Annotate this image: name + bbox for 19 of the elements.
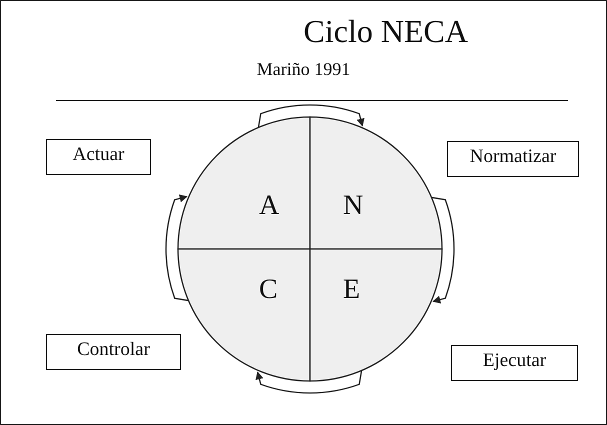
subtitle: Mariño 1991	[256, 59, 350, 79]
quadrant	[310, 249, 442, 381]
quadrant	[178, 249, 310, 381]
quadrant-letter: A	[258, 190, 280, 222]
phase-box: Controlar	[46, 334, 181, 370]
quadrant	[178, 117, 310, 249]
quadrant-letter: N	[343, 190, 364, 222]
circle	[178, 117, 442, 381]
phase-box: Actuar	[46, 139, 151, 175]
phase-box: Ejecutar	[451, 345, 578, 381]
curved-arrow	[256, 370, 362, 394]
curved-arrow	[431, 196, 455, 304]
curved-arrow	[258, 104, 364, 128]
phase-box: Normatizar	[447, 141, 579, 177]
curved-arrow	[165, 194, 189, 302]
title: Ciclo NECA	[304, 13, 468, 50]
quadrant-letter: E	[343, 274, 360, 306]
quadrant	[310, 117, 442, 249]
quadrant-letter: C	[258, 274, 278, 306]
